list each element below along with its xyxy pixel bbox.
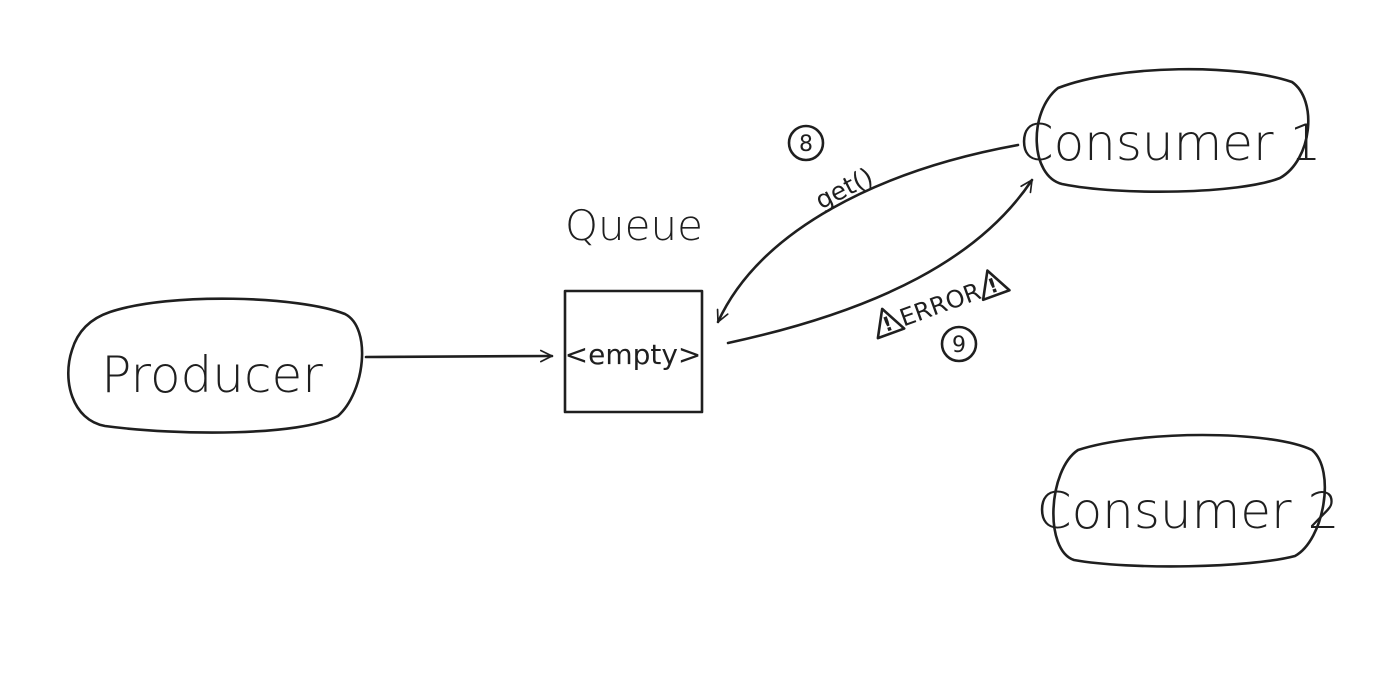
warning-icon-mark: ! [879, 311, 896, 337]
step-8-number: 8 [799, 132, 813, 157]
producer-node: Producer [67, 297, 364, 434]
get-call-label: get() [811, 162, 878, 215]
producer-label: Producer [101, 346, 323, 404]
warning-icon [876, 307, 906, 340]
warning-icon-mark: ! [984, 273, 1001, 299]
error-response-arrow [726, 178, 1034, 345]
producer-outline [67, 297, 364, 434]
consumer2-outline [1052, 433, 1327, 568]
queue-title: Queue [565, 201, 703, 250]
consumer1-label: Consumer 1 [1019, 114, 1322, 172]
consumer1-outline [1035, 67, 1310, 193]
consumer2-node: Consumer 2 [1037, 433, 1340, 568]
queue-content: <empty> [565, 338, 702, 371]
step-8-circle [787, 124, 825, 162]
error-label-group: ! ERROR ! [876, 269, 1011, 340]
get-call-arrow [716, 143, 1020, 324]
error-response-edge: ! ERROR ! 9 [726, 178, 1034, 363]
producer-to-queue-arrow [364, 349, 554, 363]
error-label: ERROR [896, 277, 985, 332]
queue-box [563, 289, 704, 414]
step-9-number: 9 [952, 333, 966, 358]
consumer1-node: Consumer 1 [1019, 67, 1322, 193]
warning-icon [981, 269, 1011, 302]
step-9-circle [940, 325, 978, 363]
queue-node: Queue <empty> [563, 201, 704, 414]
consumer2-label: Consumer 2 [1037, 482, 1340, 540]
